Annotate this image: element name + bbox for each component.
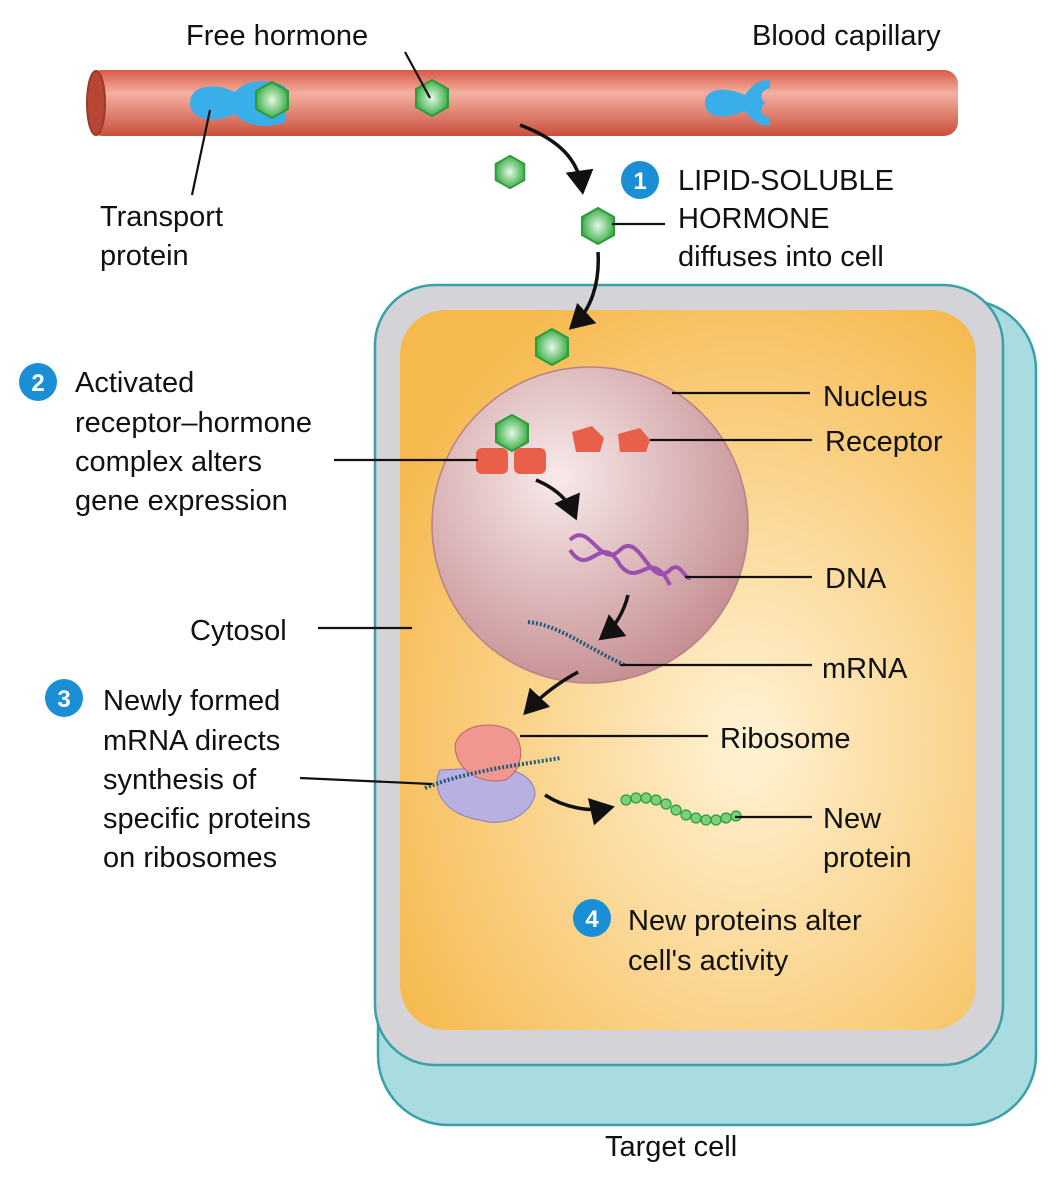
hormone-icon xyxy=(535,328,569,366)
free-hormone-label: Free hormone xyxy=(186,20,368,52)
transport-protein-bound xyxy=(190,81,289,126)
ribosome xyxy=(424,724,561,823)
transport-protein-label: Transport xyxy=(100,201,223,233)
svg-text:cell's activity: cell's activity xyxy=(628,945,789,977)
step-4: 4 New proteins alter cell's activity xyxy=(573,899,862,977)
receptor-hormone-complex xyxy=(476,414,546,474)
step-3: 3 Newly formed mRNA directs synthesis of… xyxy=(45,679,311,874)
svg-text:mRNA directs: mRNA directs xyxy=(103,725,280,757)
hormone-icon xyxy=(255,81,289,119)
svg-text:specific proteins: specific proteins xyxy=(103,803,311,835)
arrow-mrna-to-ribosome xyxy=(523,670,579,716)
step-2: 2 Activated receptor–hormone complex alt… xyxy=(19,363,312,517)
arrow-dna-to-mrna xyxy=(598,594,630,641)
transport-protein-free xyxy=(705,80,770,126)
arrow-hormone-into-cell xyxy=(519,123,594,195)
svg-text:Activated: Activated xyxy=(75,367,194,399)
blood-capillary-label: Blood capillary xyxy=(752,20,941,52)
step-2-badge xyxy=(19,363,57,401)
dna-label: DNA xyxy=(825,563,887,595)
svg-text:3: 3 xyxy=(57,686,70,713)
new-protein xyxy=(620,792,742,826)
nucleus xyxy=(431,366,749,684)
step-1: 1 LIPID-SOLUBLE HORMONE diffuses into ce… xyxy=(621,161,894,273)
arrow-hormone-to-cytosol xyxy=(568,251,600,330)
svg-text:4: 4 xyxy=(585,906,599,933)
free-hormone-icon xyxy=(415,79,449,117)
nucleus-label: Nucleus xyxy=(823,381,928,413)
svg-text:diffuses into cell: diffuses into cell xyxy=(678,241,884,273)
svg-text:HORMONE: HORMONE xyxy=(678,203,829,235)
svg-text:2: 2 xyxy=(31,370,44,397)
svg-text:LIPID-SOLUBLE: LIPID-SOLUBLE xyxy=(678,165,894,197)
step-3-badge xyxy=(45,679,83,717)
svg-text:1: 1 xyxy=(633,168,646,195)
dna xyxy=(568,533,691,586)
cytosol-label: Cytosol xyxy=(190,615,287,647)
new-protein-label: New xyxy=(823,803,882,835)
svg-text:complex alters: complex alters xyxy=(75,446,262,478)
receptor xyxy=(572,426,650,452)
mrna-label: mRNA xyxy=(822,653,908,685)
hormone-icon xyxy=(494,154,526,190)
leader-lines xyxy=(190,51,812,819)
transport-protein-label: protein xyxy=(100,240,189,272)
arrow-complex-to-dna xyxy=(535,478,580,521)
blood-capillary xyxy=(86,70,958,136)
ribosome-label: Ribosome xyxy=(720,723,851,755)
target-cell xyxy=(373,283,1038,1127)
receptor-label: Receptor xyxy=(825,426,943,458)
hormone-icon xyxy=(581,207,615,245)
step-4-badge xyxy=(573,899,611,937)
svg-text:Newly formed: Newly formed xyxy=(103,685,280,717)
svg-text:on ribosomes: on ribosomes xyxy=(103,842,277,874)
arrow-ribosome-to-protein xyxy=(544,793,615,826)
target-cell-label: Target cell xyxy=(605,1131,737,1163)
svg-text:receptor–hormone: receptor–hormone xyxy=(75,407,312,439)
step-1-badge xyxy=(621,161,659,199)
svg-text:gene expression: gene expression xyxy=(75,485,288,517)
svg-text:synthesis of: synthesis of xyxy=(103,764,257,796)
new-protein-label: protein xyxy=(823,842,912,874)
svg-text:New proteins alter: New proteins alter xyxy=(628,905,862,937)
